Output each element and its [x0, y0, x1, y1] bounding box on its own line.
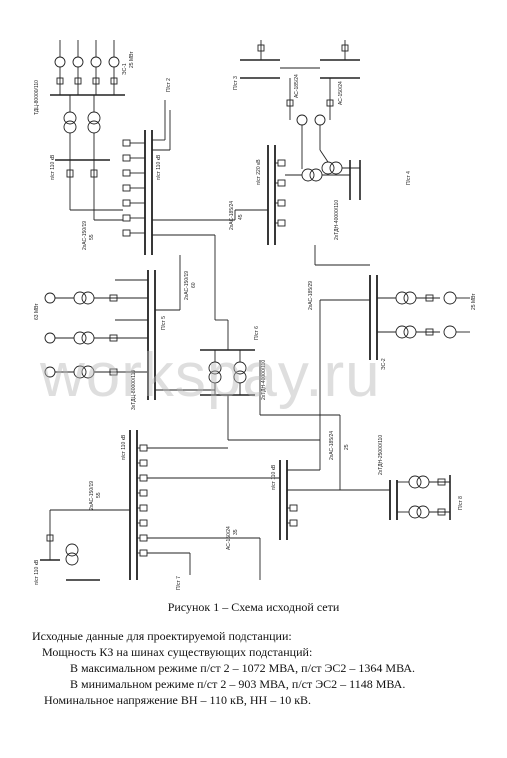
substation-3-line-label: АС-185/24: [294, 74, 300, 98]
figure-caption: Рисунок 1 – Схема исходной сети: [167, 600, 340, 614]
substation-5-line-length: 60: [191, 282, 197, 288]
network-schematic: ТДЦ-80000/110 ЭС-1 25 МВт п/ст 110 кВ п/…: [34, 40, 477, 590]
source-data-block: Исходные данные для проектируемой подста…: [32, 628, 492, 708]
substation-7-label: П/ст 7: [176, 576, 182, 590]
plant-1-transformer-label: ТДЦ-80000/110: [34, 80, 40, 115]
substation-8-transformer-label: 2хТДН-25000/110: [378, 435, 384, 475]
substation-2-label: П/ст 2: [166, 78, 172, 92]
substation-8-line-length: 25: [344, 444, 350, 450]
substation-4-line-label: 2хАС-185/24: [229, 201, 235, 230]
substation-6-transformer-label: 2хТДН-40000/110: [261, 360, 267, 400]
substation-8-label: П/ст 8: [458, 496, 464, 510]
substation-3-group: П/ст 3 АС-185/24 АС-150/24: [233, 40, 360, 150]
substation-3-label: П/ст 3: [233, 76, 239, 90]
substation-2-line-label: 2хАС-150/19: [82, 221, 88, 250]
source-data-heading: Исходные данные для проектируемой подста…: [32, 629, 292, 643]
substation-7-bus-label: п/ст 110 кВ: [121, 434, 127, 460]
voltage-text: Номинальное напряжение ВН – 110 кВ, НН –…: [44, 693, 312, 707]
substation-4-bus-label: п/ст 220 кВ: [256, 159, 262, 185]
power-plant-2-group: 25 МВт ЭС-2 2хАС-185/29: [308, 245, 477, 440]
plant-2-generator-label: 25 МВт: [471, 293, 477, 310]
substation-2-group: п/ст 110 кВ 2хАС-150/19 55 П/ст 2: [70, 78, 235, 320]
substation-7-low-bus-label: п/ст 110 кВ: [34, 559, 40, 585]
substation-4-transformer-label: 2хТДН-40000/110: [334, 200, 340, 240]
substation-7-line-length: 55: [96, 492, 102, 498]
substation-4-line-length: 45: [238, 214, 244, 220]
power-plant-1-group: ТДЦ-80000/110 ЭС-1 25 МВт п/ст 110 кВ: [34, 40, 135, 220]
max-mode-text: В максимальном режиме п/ст 2 – 1072 МВА,…: [70, 661, 416, 675]
substation-8-line-label: 2хАС-185/24: [329, 431, 335, 460]
substation-7-group: п/ст 110 кВ 2хАС-150/19 55 П/ст 7 п/ст 1…: [34, 430, 280, 590]
plant-2-label: ЭС-2: [381, 358, 387, 370]
substation-8-group: п/ст 110 кВ 2хТДН-25000/110 П/ст 8 2хАС-…: [226, 360, 464, 550]
substation-5-line-label: 2хАС-150/19: [184, 271, 190, 300]
plant-2-line-label: 2хАС-185/29: [308, 281, 314, 310]
interconnecting-lines: [147, 389, 320, 580]
substation-5-transformer-label: 3хТДЦ-80000/110: [131, 370, 137, 410]
substation-6-label: П/ст 6: [254, 326, 260, 340]
short-circuit-title: Мощность КЗ на шинах существующих подста…: [42, 645, 313, 659]
plant-1-generator-label: 25 МВт: [129, 51, 135, 68]
substation-5-group: 63 МВт 3хТДЦ-80000/110 П/ст 5 2хАС-150/1…: [34, 255, 197, 410]
plant-1-label: ЭС-1: [122, 63, 128, 75]
substation-8-bus-label: п/ст 110 кВ: [271, 464, 277, 490]
substation-6-group: П/ст 6 2хТДН-40000/110: [200, 319, 267, 440]
substation-4-label: П/ст 4: [406, 171, 412, 185]
plant-1-bus-label: п/ст 110 кВ: [50, 154, 56, 180]
substation-7-line-label: 2хАС-150/19: [89, 481, 95, 510]
substation-2-line-length: 55: [89, 234, 95, 240]
substation-5-label: П/ст 5: [161, 316, 167, 330]
substation-5-generator-label: 63 МВт: [34, 303, 40, 320]
min-mode-text: В минимальном режиме п/ст 2 – 903 МВА, п…: [70, 677, 406, 691]
substation-2-bus-label: п/ст 110 кВ: [156, 154, 162, 180]
substation-4-group: п/ст 220 кВ 2хТДН-40000/110 2хАС-185/24 …: [229, 145, 412, 245]
substation-8-line-2-length: 35: [233, 529, 239, 535]
substation-3-line-2-label: АС-150/24: [338, 81, 344, 105]
